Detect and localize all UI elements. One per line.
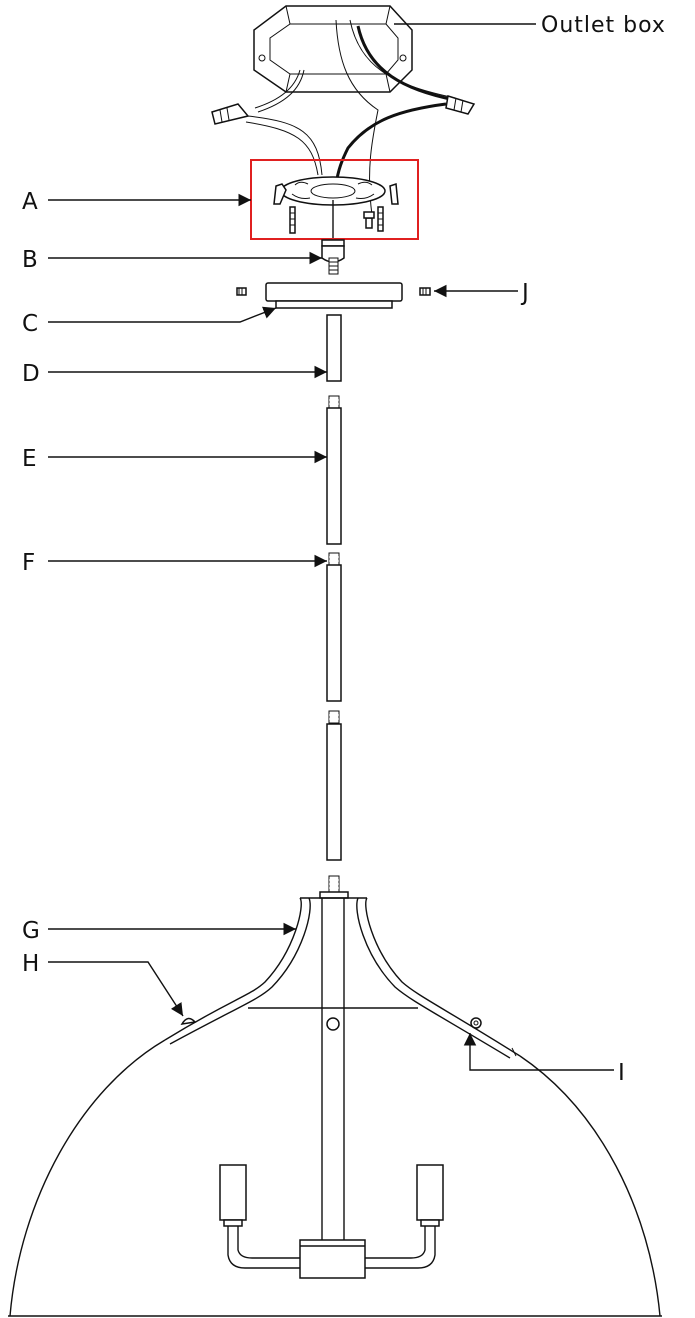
- part-a-mounting-bracket: [273, 176, 399, 238]
- part-c-label: C: [22, 311, 38, 337]
- part-h-label: H: [22, 951, 39, 977]
- part-e-label: E: [22, 446, 37, 472]
- part-i-label: I: [618, 1060, 625, 1086]
- part-f-rod: [326, 552, 342, 702]
- part-e-rod: [326, 395, 342, 545]
- part-g-shade-neck: [164, 897, 521, 1240]
- part-g-label: G: [22, 918, 40, 944]
- dome-shade: [9, 1039, 661, 1317]
- part-i-set-screw: [470, 1017, 517, 1057]
- part-b-nut: [321, 239, 345, 275]
- part-a-label: A: [22, 189, 38, 215]
- part-i-leader: [463, 1033, 614, 1071]
- wire-nut-right: [445, 95, 476, 115]
- part-h-leader: [48, 961, 184, 1017]
- outlet-box-label: Outlet box: [541, 13, 666, 38]
- part-c-leader: [48, 306, 277, 323]
- part-b-label: B: [22, 247, 38, 273]
- part-h-knob: [180, 1017, 197, 1025]
- outlet-box: [253, 5, 413, 93]
- part-f-label: F: [22, 550, 35, 576]
- rod-section: [326, 710, 342, 861]
- part-d-label: D: [22, 361, 40, 387]
- fixture-wires: [245, 102, 447, 186]
- part-j-screw-right: [419, 287, 431, 296]
- fixture-stem-thread: [319, 875, 349, 899]
- wire-nut-left: [211, 103, 250, 125]
- part-j-label: J: [520, 280, 529, 306]
- socket-cluster: [219, 1164, 444, 1279]
- part-c-canopy: [265, 282, 403, 309]
- part-j-screw-left: [236, 287, 247, 296]
- supply-wires: [254, 19, 456, 216]
- part-d-short-rod: [326, 314, 342, 382]
